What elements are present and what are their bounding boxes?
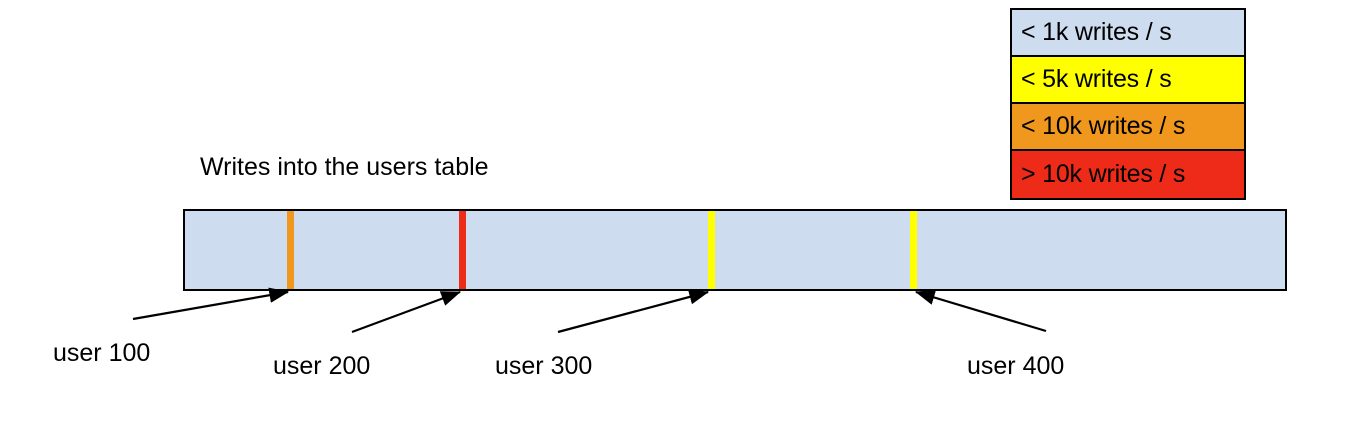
hotspot-stripe-user-400 (910, 211, 917, 289)
callout-label-user-300: user 300 (495, 352, 593, 380)
users-table-bar (183, 209, 1287, 291)
legend-label-lt-5k: < 5k writes / s (1021, 65, 1172, 93)
callout-label-user-100: user 100 (53, 339, 151, 367)
callout-arrow-user-400 (914, 289, 1047, 333)
legend-label-lt-1k: < 1k writes / s (1021, 18, 1172, 46)
callout-label-user-400: user 400 (967, 352, 1065, 380)
legend-row-lt-1k: < 1k writes / s (1012, 10, 1244, 57)
legend-label-gt-10k: > 10k writes / s (1021, 160, 1186, 188)
diagram-caption: Writes into the users table (200, 153, 489, 181)
legend-label-lt-10k: < 10k writes / s (1021, 112, 1186, 140)
hotspot-stripe-user-300 (708, 211, 715, 289)
callout-arrow-user-100 (132, 287, 290, 321)
legend-row-lt-5k: < 5k writes / s (1012, 57, 1244, 104)
hotspot-stripe-user-200 (459, 211, 466, 289)
legend-row-lt-10k: < 10k writes / s (1012, 104, 1244, 151)
callout-arrow-user-300 (557, 289, 710, 334)
callout-arrow-user-200 (351, 290, 462, 334)
callout-label-user-200: user 200 (273, 352, 371, 380)
hotspot-stripe-user-100 (287, 211, 294, 289)
legend-row-gt-10k: > 10k writes / s (1012, 151, 1244, 198)
writes-throughput-legend: < 1k writes / s < 5k writes / s < 10k wr… (1010, 8, 1246, 200)
